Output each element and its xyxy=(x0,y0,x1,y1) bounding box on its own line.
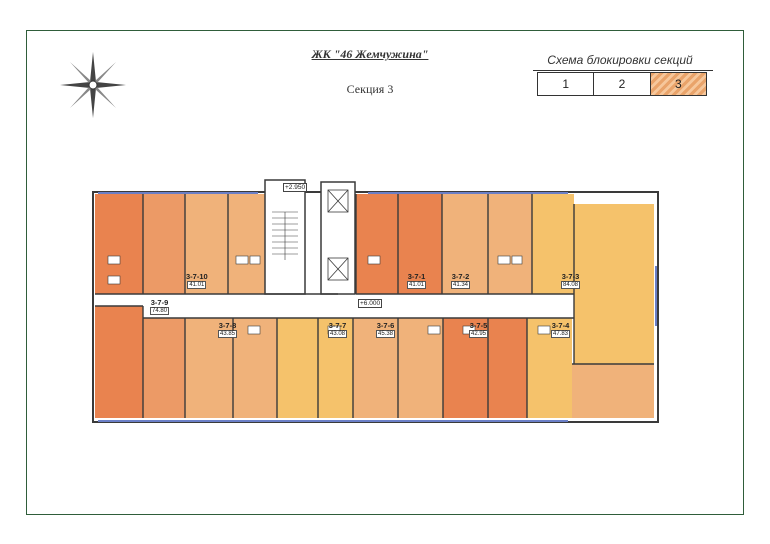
apt-number: 3-7-2 xyxy=(451,272,470,281)
apt-number: 3-7-5 xyxy=(469,321,488,330)
apt-number: 3-7-4 xyxy=(551,321,570,330)
floor-plan xyxy=(92,179,659,423)
lock-cell-2[interactable]: 2 xyxy=(594,73,651,95)
apt-3-7-10-fill xyxy=(185,194,265,294)
lock-scheme: 1 2 3 xyxy=(537,72,707,96)
lock-cell-1[interactable]: 1 xyxy=(538,73,595,95)
apt-area: 45.38 xyxy=(376,329,396,339)
apt-area: 84.08 xyxy=(561,280,581,290)
apt-3-7-2-fill xyxy=(442,194,532,294)
apt-label-3-7-9[interactable]: 3-7-9 74.80 xyxy=(150,298,170,316)
project-title: ЖК "46 Жемчужина" xyxy=(311,47,429,61)
apt-number: 3-7-1 xyxy=(407,272,426,281)
apt-label-3-7-1[interactable]: 3-7-1 41.01 xyxy=(407,272,427,290)
apt-area: 42.95 xyxy=(469,329,489,339)
apt-label-3-7-8[interactable]: 3-7-8 43.85 xyxy=(218,321,238,339)
lock-scheme-title: Схема блокировки секций xyxy=(547,53,693,67)
apt-number: 3-7-9 xyxy=(150,298,169,307)
apt-label-3-7-10[interactable]: 3-7-10 41.01 xyxy=(186,272,208,290)
apt-area: 41.34 xyxy=(451,280,471,290)
section-label: Секция 3 xyxy=(346,82,394,96)
level-marker-mid: +6.000 xyxy=(358,299,383,308)
apt-3-7-3-fill xyxy=(532,194,574,294)
lock-cell-3[interactable]: 3 xyxy=(650,73,706,95)
apt-number: 3-7-8 xyxy=(218,321,237,330)
apt-label-3-7-2[interactable]: 3-7-2 41.34 xyxy=(451,272,471,290)
page-frame xyxy=(26,30,744,515)
apt-area: 43.85 xyxy=(218,329,238,339)
apt-number: 3-7-10 xyxy=(186,272,208,281)
apt-area: 41.01 xyxy=(407,280,427,290)
lock-scheme-underline xyxy=(533,70,713,71)
compass-rose-icon xyxy=(60,52,126,118)
apt-number: 3-7-3 xyxy=(561,272,580,281)
apt-label-3-7-6[interactable]: 3-7-6 45.38 xyxy=(376,321,396,339)
apt-3-7-1-fill xyxy=(356,194,442,294)
apt-label-3-7-4[interactable]: 3-7-4 47.83 xyxy=(551,321,571,339)
apt-area: 43.08 xyxy=(328,329,348,339)
apt-label-3-7-5[interactable]: 3-7-5 42.95 xyxy=(469,321,489,339)
apt-area: 74.80 xyxy=(150,306,170,316)
apt-number: 3-7-6 xyxy=(376,321,395,330)
apt-label-3-7-3[interactable]: 3-7-3 84.08 xyxy=(561,272,581,290)
apt-area: 41.01 xyxy=(187,280,207,290)
level-marker-top: +2.950 xyxy=(283,183,308,192)
apt-label-3-7-7[interactable]: 3-7-7 43.08 xyxy=(328,321,348,339)
apt-number: 3-7-7 xyxy=(328,321,347,330)
apt-area: 47.83 xyxy=(551,329,571,339)
